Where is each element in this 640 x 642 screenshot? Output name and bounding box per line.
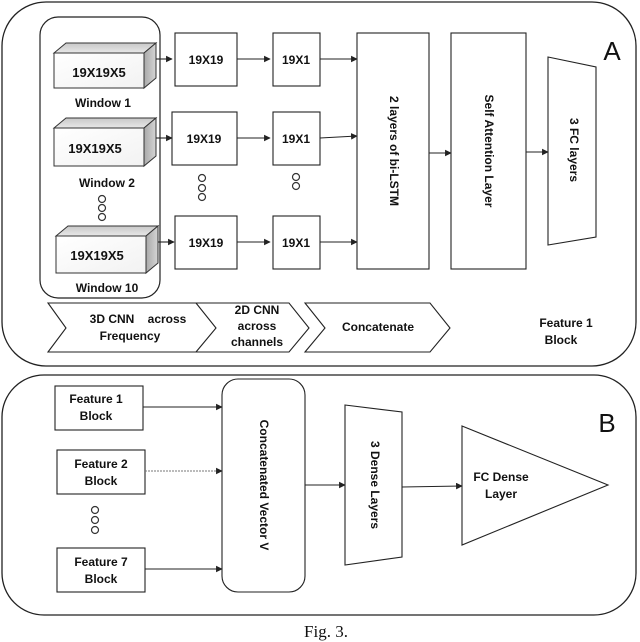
window-2-dims: 19X19X5 [68,141,122,156]
bilstm-box [356,32,430,270]
cnn2d-ellipsis [197,173,207,202]
panel-a-label: A [603,36,621,66]
arrow-vector-2 [319,133,358,140]
feature-block-7-line1: Feature 7 [74,555,128,569]
vector-box-2 [272,111,321,166]
window-10-dims: 19X19X5 [70,248,124,263]
feature-block-1-line1: Feature 1 [69,392,123,406]
vector-box-1 [272,32,321,87]
vector-box-3-label: 19X1 [282,236,310,250]
panel-b: B Feature 1 Block Feature 2 Block Featur… [1,374,637,616]
window-1-label: Window 1 [75,96,131,110]
feature-block-2 [56,449,146,495]
fc-dense-line1: FC Dense [473,470,529,484]
attention-label: Self Attention Layer [482,95,496,208]
windows-group [39,16,161,299]
panel-b-label: B [598,408,615,438]
windows-ellipsis [97,194,107,222]
vector-box-1-label: 19X1 [282,53,310,67]
step-3dcnn [46,302,220,353]
feature-1-block-line1: Feature 1 [539,316,593,330]
feature-block-7 [56,547,146,593]
window-10-label: Window 10 [76,281,139,295]
cnn2d-box-1 [174,32,238,87]
fc-layers-trapezoid [547,56,597,246]
step-2dcnn [194,302,310,353]
dense-layers-label: 3 Dense Layers [368,441,382,529]
step-concatenate-label: Concatenate [342,320,414,334]
cnn2d-box-3 [174,215,238,270]
arrow-dense-fc [401,482,463,490]
vector-box-3 [272,215,321,270]
feature-block-2-line1: Feature 2 [74,457,128,471]
step-3dcnn-line1: 3D CNN across [90,312,187,326]
panel-a: A 19X19X5 Window 1 19X19X5 Window 2 [1,1,637,367]
feature-1-block-line2: Block [545,333,578,347]
feature-block-1 [54,385,144,431]
concat-vector-label: Concatenated Vector V [257,420,271,551]
feature-block-1-line2: Block [80,409,113,423]
step-2dcnn-line2: across [238,319,277,333]
step-concatenate [303,302,451,353]
cnn2d-box-2-label: 19X19 [187,132,222,146]
window-1-dims: 19X19X5 [72,65,126,80]
feature-block-2-line2: Block [85,474,118,488]
cnn2d-box-2 [171,111,238,166]
window-2-cube: 19X19X5 [52,116,158,168]
window-1-cube: 19X19X5 [52,41,158,90]
cnn2d-box-3-label: 19X19 [189,236,224,250]
window-2-label: Window 2 [79,176,135,190]
cnn2d-box-1-label: 19X19 [189,53,224,67]
vector-ellipsis [291,172,301,191]
feature-block-7-line2: Block [85,572,118,586]
step-3dcnn-line2: Frequency [100,329,161,343]
fc-layers-label: 3 FC layers [567,118,581,182]
figure-caption: Fig. 3. [304,622,348,641]
features-ellipsis [90,505,100,535]
bilstm-label: 2 layers of bi-LSTM [387,96,401,206]
step-2dcnn-line1: 2D CNN [235,303,280,317]
vector-box-2-label: 19X1 [282,132,310,146]
step-2dcnn-line3: channels [231,335,283,349]
dense-layers-trapezoid [344,404,403,566]
fc-dense-triangle [461,425,610,546]
attention-box [450,32,527,270]
window-10-cube: 19X19X5 [54,224,160,275]
fc-dense-line2: Layer [485,487,517,501]
